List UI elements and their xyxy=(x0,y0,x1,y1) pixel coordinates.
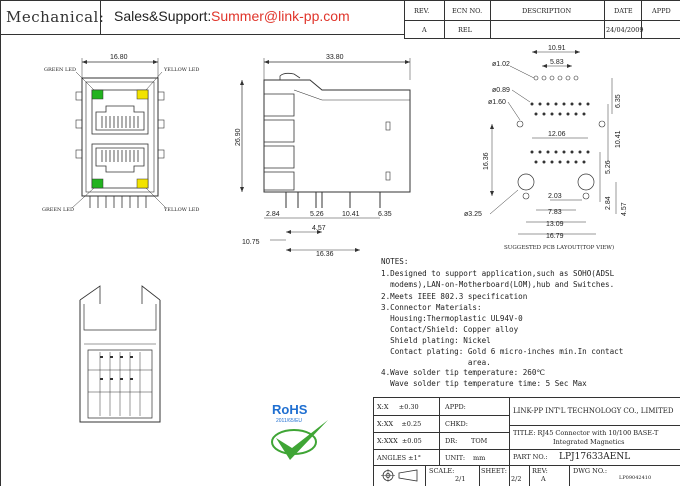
sheet-value: 2/2 xyxy=(511,475,522,483)
side-dim-7: 16.36 xyxy=(316,251,334,258)
tolerance-2: X:XX ±0.25 xyxy=(377,420,422,428)
green-led-top xyxy=(91,89,104,100)
pcb-hole-2: ø0.89 xyxy=(492,87,510,94)
dwg-no-value: LP09042410 xyxy=(619,475,652,481)
date-value: 24/04/2009 xyxy=(606,26,644,34)
part-no-value: LPJ17633AENL xyxy=(559,452,631,462)
pcb-mid-width: 12.06 xyxy=(548,131,566,138)
side-dim-6: 10.75 xyxy=(242,239,260,246)
pcb-right-3: 5.26 xyxy=(605,160,612,174)
perspective-view-drawing xyxy=(79,285,161,423)
description-header: DESCRIPTION xyxy=(522,7,572,15)
side-dim-2: 5.26 xyxy=(310,211,324,218)
side-dim-4: 6.35 xyxy=(378,211,392,218)
appd-label: APPD: xyxy=(445,403,466,411)
title-block: X:X ±0.30 X:XX ±0.25 X:XXX ±0.05 ANGLES … xyxy=(373,397,680,486)
pcb-bottom-3: 13.09 xyxy=(546,221,564,228)
rohs-subtext: 2011/65/EU xyxy=(276,418,302,424)
note-line: Housing:Thermoplastic UL94V-0 xyxy=(381,314,523,323)
side-length-dim: 33.80 xyxy=(326,54,344,61)
note-line: Contact/Shield: Copper alloy xyxy=(381,325,519,334)
tolerance-1: X:X ±0.30 xyxy=(377,403,419,411)
note-line: 2.Meets IEEE 802.3 specification xyxy=(381,292,528,301)
pcb-top-inner: 5.83 xyxy=(550,59,564,66)
dr-value: TOM xyxy=(471,437,488,445)
unit-value: mm xyxy=(473,454,486,462)
note-line: area. xyxy=(381,358,491,367)
angles-tolerance: ANGLES ±1° xyxy=(377,454,421,462)
pcb-right-1: 6.35 xyxy=(615,94,622,108)
rev-header: REV. xyxy=(414,7,430,15)
pcb-caption: SUGGESTED PCB LAYOUT(TOP VIEW) xyxy=(504,245,615,251)
pcb-hole-3: ø1.60 xyxy=(488,99,506,106)
side-dim-3: 10.41 xyxy=(342,211,360,218)
pcb-bottom-1: 2.03 xyxy=(548,193,562,200)
page-title: Mechanical: xyxy=(6,8,105,26)
company-name: LINK-PP INT'L TECHNOLOGY CO., LIMITED xyxy=(513,407,674,415)
yellow-led-label-top: YELLOW LED xyxy=(164,67,200,73)
part-no-label: PART NO.: xyxy=(513,453,548,461)
pcb-layout-drawing: 10.91 5.83 ø1.02 ø0.89 ø1.60 12.06 16.36 xyxy=(464,45,628,240)
dwg-no-label: DWG NO.: xyxy=(573,467,608,475)
rohs-logo: RoHS 2011/65/EU xyxy=(271,402,328,460)
title-line-2: Integrated Magnetics xyxy=(553,438,625,446)
green-led-bottom xyxy=(91,178,104,189)
rev-label: REV: xyxy=(532,467,548,475)
ecn-header: ECN NO. xyxy=(452,7,483,15)
support-label: Sales&Support: xyxy=(114,8,212,24)
green-led-label-bottom: GREEN LED xyxy=(42,207,75,213)
chkd-label: CHKD: xyxy=(445,420,468,428)
side-dim-5: 4.57 xyxy=(312,225,326,232)
note-line: 1.Designed to support application,such a… xyxy=(381,269,615,278)
pcb-left-height: 16.36 xyxy=(483,152,490,170)
yellow-led-label-bottom: YELLOW LED xyxy=(164,207,200,213)
pcb-bottom-4: 16.79 xyxy=(546,233,564,240)
rev-value: A xyxy=(422,26,427,34)
scale-label: SCALE: xyxy=(429,467,455,475)
note-line: Wave solder tip temperature time: 5 Sec … xyxy=(381,379,587,388)
rev-value-block: A xyxy=(541,475,546,483)
green-led-label-top: GREEN LED xyxy=(44,67,77,73)
sheet-label: SHEET: xyxy=(481,467,507,475)
side-height-dim: 26.90 xyxy=(235,128,242,146)
pcb-top-width: 10.91 xyxy=(548,45,566,52)
check-icon xyxy=(276,420,328,460)
yellow-led-top xyxy=(136,89,149,100)
support-email[interactable]: Summer@link-pp.com xyxy=(211,8,350,24)
scale-value: 2/1 xyxy=(455,475,466,483)
rohs-text: RoHS xyxy=(272,402,308,417)
front-width-dim: 16.80 xyxy=(110,54,128,61)
pcb-right-2: 10.41 xyxy=(615,130,622,148)
dr-label: DR: xyxy=(445,437,458,445)
notes-title: NOTES: xyxy=(381,257,409,266)
side-dim-1: 2.84 xyxy=(266,211,280,218)
note-line: Shield plating: Nickel xyxy=(381,336,491,345)
pcb-hole-1: ø1.02 xyxy=(492,61,510,68)
ecn-value: REL xyxy=(458,26,472,34)
front-view-drawing: 16.80 xyxy=(71,54,167,209)
appd-header: APPD xyxy=(652,7,671,15)
note-line: 4.Wave solder tip temperature: 260℃ xyxy=(381,368,545,377)
yellow-led-bottom xyxy=(136,178,149,189)
revision-table: REV. ECN NO. DESCRIPTION DATE APPD A REL… xyxy=(404,0,680,40)
pcb-bottom-2: 7.83 xyxy=(548,209,562,216)
date-header: DATE xyxy=(614,7,633,15)
title-line-1: TITLE: RJ45 Connector with 10/100 BASE-T xyxy=(513,429,659,437)
note-line: 3.Connector Materials: xyxy=(381,303,482,312)
pcb-right-5: 4.57 xyxy=(621,202,628,216)
note-line: modems),LAN-on-Motherboard(LOM),hub and … xyxy=(381,280,615,289)
projection-symbol-icon xyxy=(381,469,418,482)
side-view-drawing: 33.80 26.90 2.84 5.26 10.41 6.35 4.57 10… xyxy=(235,54,411,258)
pcb-hole-4: ø3.25 xyxy=(464,211,482,218)
pcb-right-4: 2.84 xyxy=(605,196,612,210)
unit-label: UNIT: xyxy=(445,454,466,462)
tolerance-3: X:XXX ±0.05 xyxy=(377,437,422,445)
note-line: Contact plating: Gold 6 micro-inches min… xyxy=(381,347,624,356)
